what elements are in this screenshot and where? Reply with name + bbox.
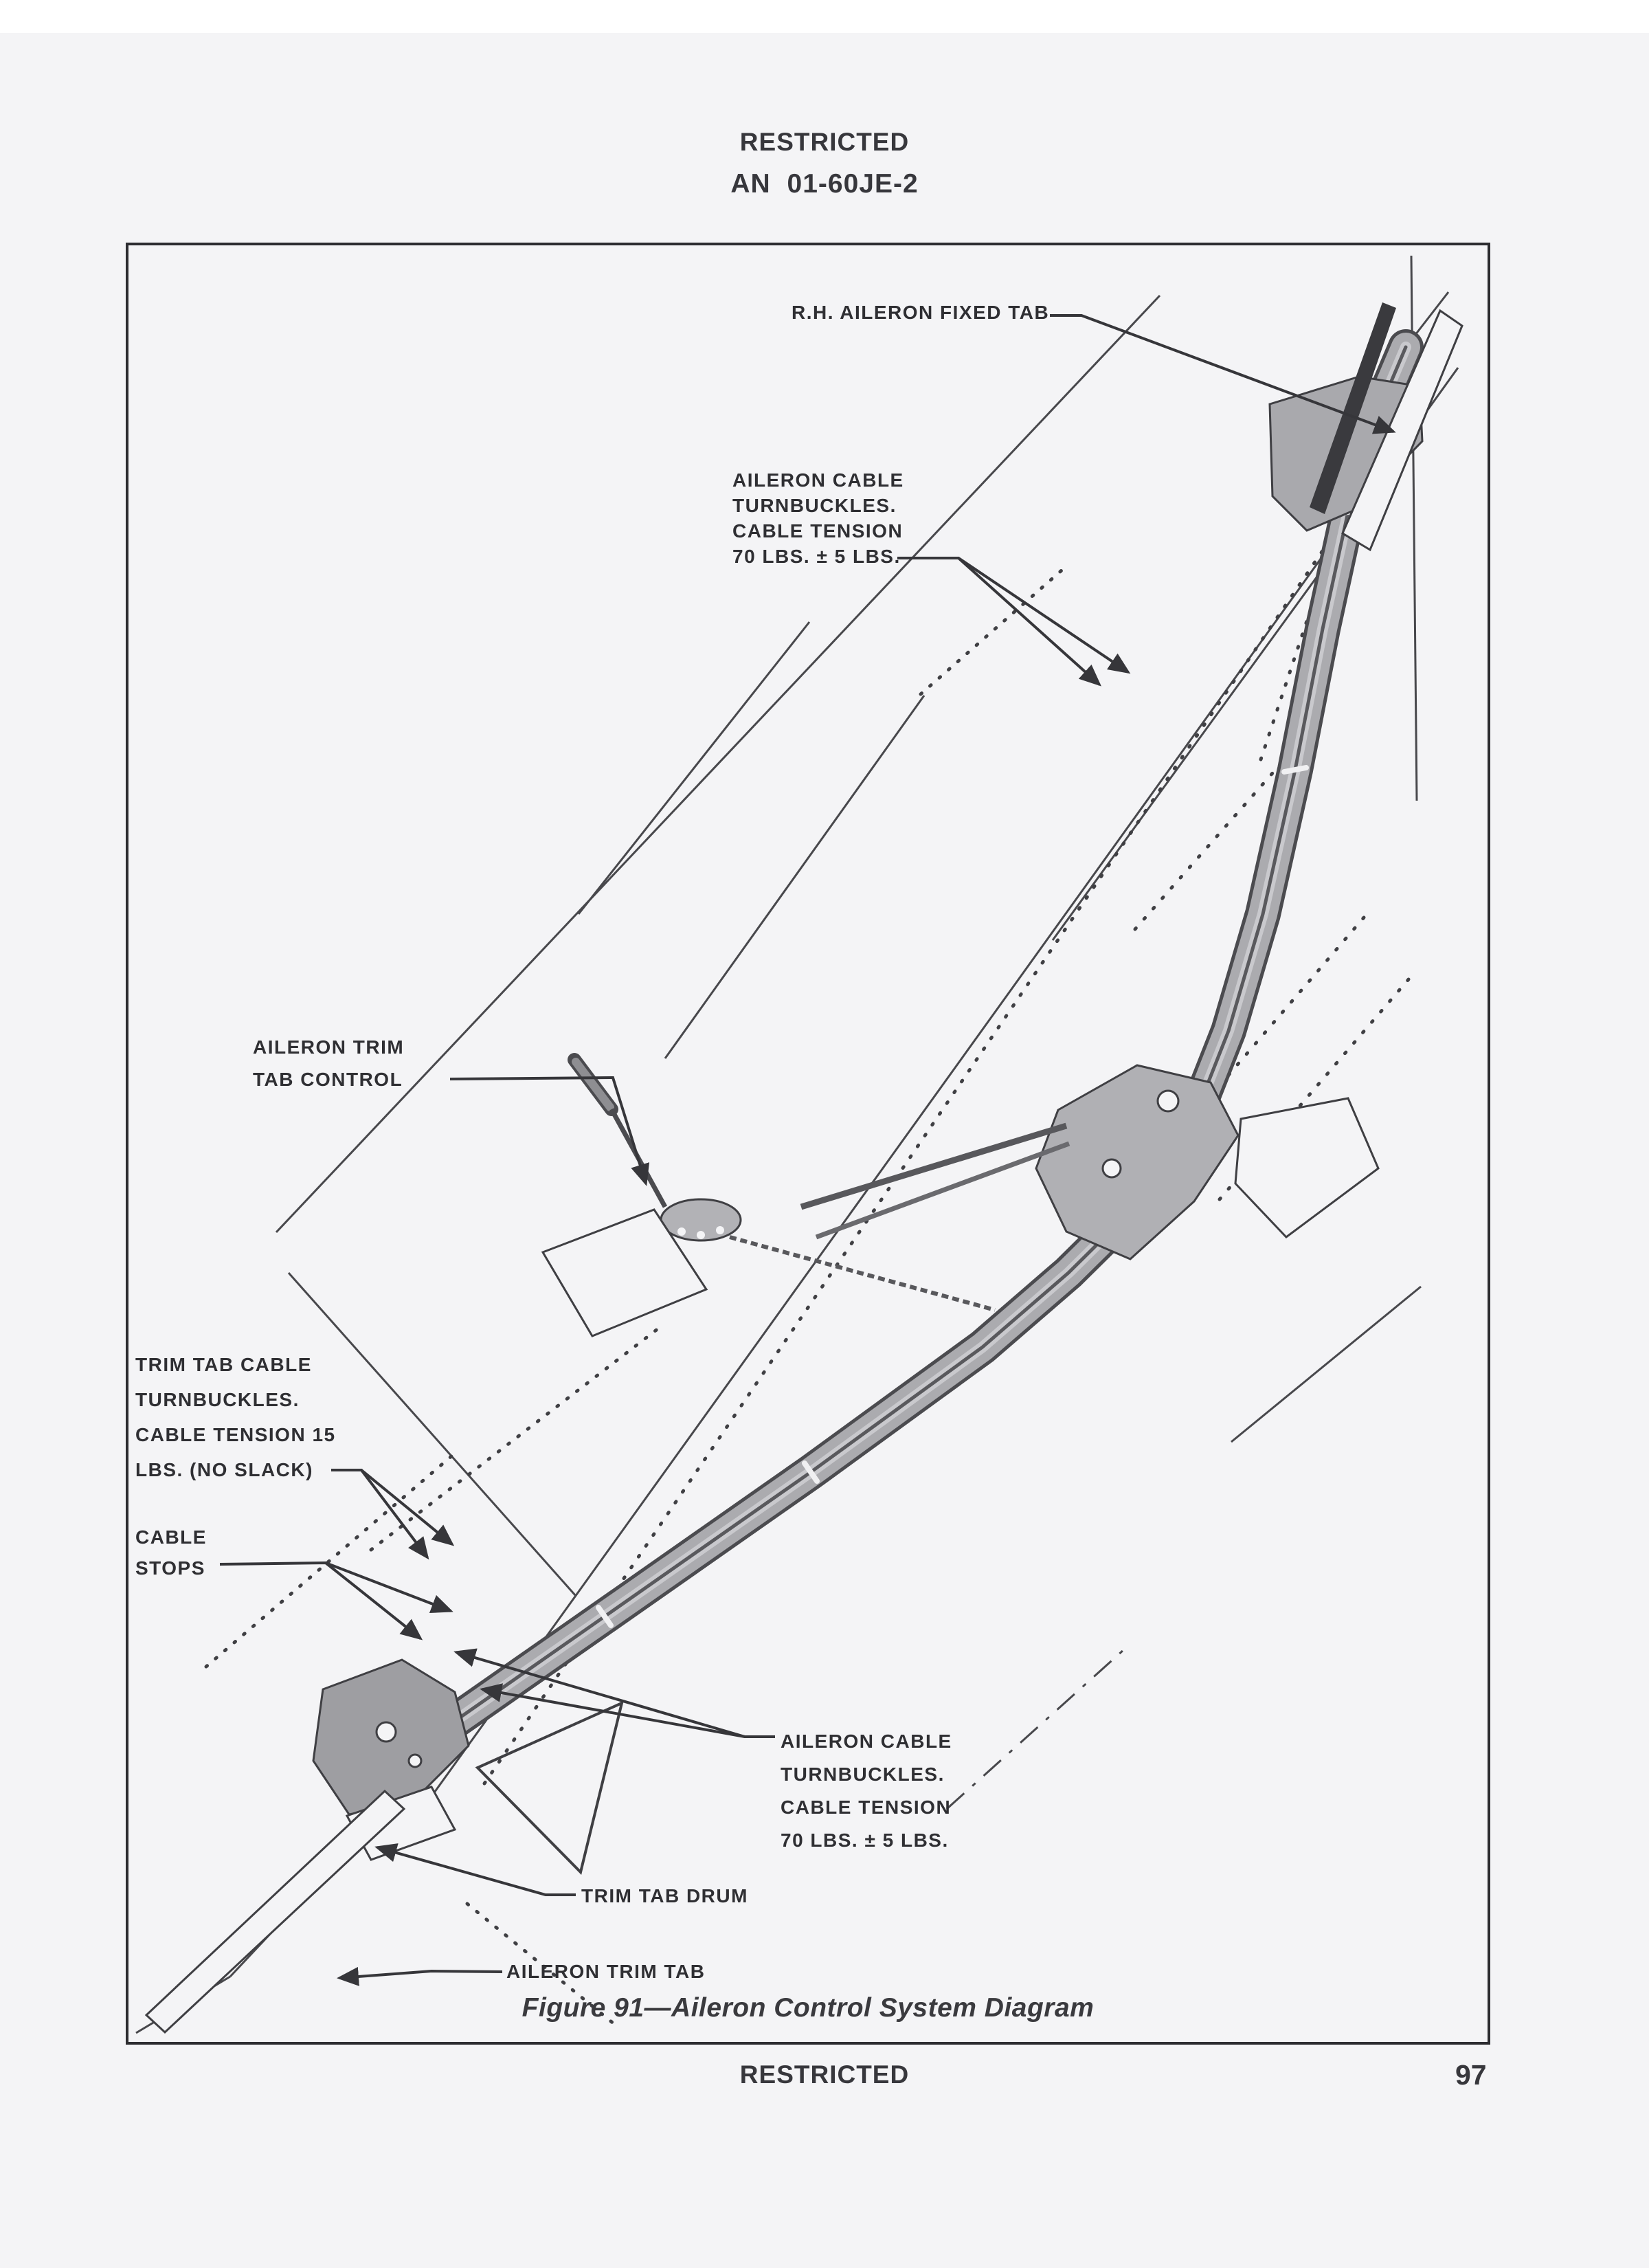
hinge-bracket: [1234, 1097, 1380, 1238]
label-line: TRIM TAB DRUM: [581, 1885, 748, 1906]
leader-rh-fixed-tab: [1050, 314, 1396, 434]
label-line: LBS. (NO SLACK): [135, 1459, 313, 1480]
page-number: 97: [1455, 2059, 1487, 2091]
figure-border: [126, 243, 1490, 2045]
center-mechanism: [1035, 1064, 1380, 1260]
label-aileron-trim-tab-control: AILERON TRIM TAB CONTROL: [253, 1031, 404, 1096]
header-classification: RESTRICTED: [739, 128, 910, 156]
scan-top-margin: [0, 0, 1649, 33]
label-line: TURNBUCKLES.: [135, 1389, 300, 1410]
label-cable-stops: CABLE STOPS: [135, 1522, 207, 1583]
label-line: 70 LBS. ± 5 LBS.: [732, 546, 901, 567]
label-line: CABLE TENSION: [781, 1797, 952, 1818]
label-line: CABLE: [135, 1526, 207, 1548]
leader-upper-turnbuckles-1: [897, 557, 1101, 687]
fixed-tab-dark-spar: [1310, 302, 1396, 514]
label-rh-aileron-fixed-tab: R.H. AILERON FIXED TAB: [792, 300, 1049, 325]
footer-classification: RESTRICTED: [739, 2060, 910, 2089]
label-line: AILERON CABLE: [732, 469, 904, 491]
trim-tab-control-crank: [541, 1053, 742, 1337]
label-aileron-cable-turnbuckles-upper: AILERON CABLE TURNBUCKLES. CABLE TENSION…: [732, 467, 904, 569]
fixed-tab-blade: [1341, 309, 1463, 552]
cutaway-pointer: [475, 1700, 624, 1875]
label-line: STOPS: [135, 1557, 205, 1579]
leader-upper-turnbuckles-2: [957, 557, 1131, 674]
label-aileron-cable-turnbuckles-lower: AILERON CABLE TURNBUCKLES. CABLE TENSION…: [781, 1725, 952, 1857]
label-trim-tab-cable-turnbuckles: TRIM TAB CABLE TURNBUCKLES. CABLE TENSIO…: [135, 1347, 336, 1487]
label-line: 70 LBS. ± 5 LBS.: [781, 1830, 949, 1851]
leader-trim-turnbuckles-2: [360, 1469, 455, 1546]
leader-trim-tab-drum: [374, 1843, 576, 1896]
push-rods: [729, 1122, 1070, 1312]
label-line: AILERON CABLE: [781, 1731, 952, 1752]
trim-tab-blade: [144, 1789, 406, 2034]
label-line: TRIM TAB CABLE: [135, 1354, 312, 1375]
label-line: R.H. AILERON FIXED TAB: [792, 302, 1050, 323]
figure-caption: Figure 91—Aileron Control System Diagram: [521, 1993, 1095, 2023]
leader-lines: [219, 314, 1396, 1986]
leader-aileron-trim-tab: [337, 1966, 503, 1986]
header-document-number: AN 01-60JE-2: [730, 169, 919, 199]
trim-tab-drum-assembly: [312, 1658, 624, 1875]
label-line: TAB CONTROL: [253, 1069, 403, 1090]
label-aileron-trim-tab: AILERON TRIM TAB: [506, 1959, 705, 1984]
fixed-tab-assembly: [1268, 302, 1463, 552]
leader-trim-control: [449, 1076, 650, 1186]
leader-cable-stops-1: [219, 1561, 423, 1641]
label-line: CABLE TENSION: [732, 520, 904, 542]
label-line: TURNBUCKLES.: [732, 495, 897, 516]
label-line: AILERON TRIM: [253, 1036, 405, 1058]
label-line: AILERON TRIM TAB: [506, 1961, 706, 1982]
label-line: CABLE TENSION 15: [135, 1424, 336, 1445]
access-panel: [541, 1208, 708, 1337]
leader-cable-stops-2: [325, 1561, 453, 1614]
label-trim-tab-drum: TRIM TAB DRUM: [581, 1883, 748, 1909]
leader-lower-turnbuckles-2: [480, 1683, 745, 1738]
label-line: TURNBUCKLES.: [781, 1764, 945, 1785]
